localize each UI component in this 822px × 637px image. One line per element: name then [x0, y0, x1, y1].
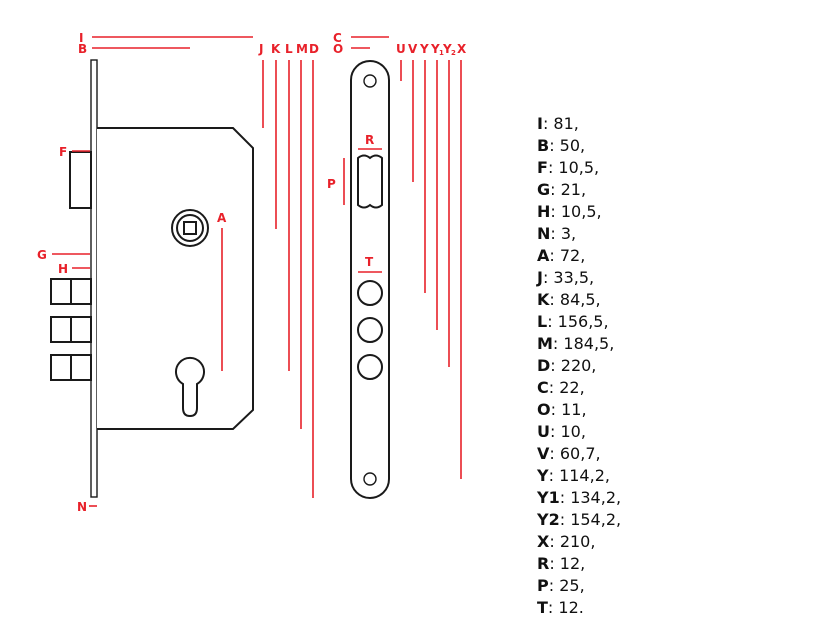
- label-H: H: [58, 262, 68, 276]
- label-X: X: [457, 42, 467, 56]
- dim-Y1: Y1: 134,2,: [537, 488, 622, 507]
- label-Y1-sub: 1: [439, 49, 444, 57]
- spindle-square: [183, 221, 197, 235]
- label-M: M: [296, 42, 308, 56]
- deadbolt-stack: [50, 278, 92, 381]
- label-G: G: [37, 248, 47, 262]
- dim-V: V: 60,7,: [537, 444, 601, 463]
- label-B: B: [78, 42, 87, 56]
- dim-A: A: 72,: [537, 246, 586, 265]
- label-Y2-sub: 2: [451, 49, 456, 57]
- label-O: O: [333, 42, 343, 56]
- label-V: V: [408, 42, 418, 56]
- label-P: P: [327, 177, 336, 191]
- dim-Y: Y: 114,2,: [537, 466, 610, 485]
- dim-R: R: 12,: [537, 554, 586, 573]
- dim-H: H: 10,5,: [537, 202, 602, 221]
- dim-B: B: 50,: [537, 136, 586, 155]
- dimension-lines: [52, 36, 462, 507]
- cylinder-hole: [175, 356, 205, 418]
- label-L: L: [285, 42, 293, 56]
- dim-C: C: 22,: [537, 378, 585, 397]
- forend-plate: [350, 60, 390, 499]
- dim-T: T: 12.: [537, 598, 584, 617]
- label-T: T: [365, 255, 374, 269]
- dim-O: O: 11,: [537, 400, 587, 419]
- label-C: C: [333, 31, 342, 45]
- dimension-list: I: 81, B: 50, F: 10,5, G: 21, H: 10,5, N…: [537, 113, 621, 619]
- dim-D: D: 220,: [537, 356, 597, 375]
- dim-G: G: 21,: [537, 180, 587, 199]
- bolt-hole-2: [357, 317, 383, 343]
- bolt-hole-3: [357, 354, 383, 380]
- label-N: N: [77, 500, 87, 514]
- lock-body: [50, 59, 254, 498]
- latch-cutout: [357, 154, 383, 209]
- label-J: J: [258, 42, 263, 56]
- dim-L: L: 156,5,: [537, 312, 609, 331]
- dim-M: M: 184,5,: [537, 334, 615, 353]
- screw-hole-top: [363, 74, 377, 88]
- label-Y2: Y: [442, 42, 452, 56]
- label-U: U: [396, 42, 406, 56]
- dim-J: J: 33,5,: [537, 268, 595, 287]
- bolt-hole-1: [357, 280, 383, 306]
- label-K: K: [271, 42, 281, 56]
- forend-outline: [350, 60, 390, 499]
- latch-bolt: [69, 151, 92, 209]
- label-I: I: [79, 31, 83, 45]
- lock-case: [97, 127, 254, 430]
- dim-F: F: 10,5,: [537, 158, 600, 177]
- dim-U: U: 10,: [537, 422, 586, 441]
- dim-P: P: 25,: [537, 576, 585, 595]
- dimension-labels: I B F G H N A J K L M D C O R P T U V Y …: [37, 31, 467, 514]
- dim-Y2: Y2: 154,2,: [537, 510, 622, 529]
- label-D: D: [309, 42, 319, 56]
- label-A: A: [217, 211, 227, 225]
- dim-N: N: 3,: [537, 224, 577, 243]
- label-F: F: [59, 145, 67, 159]
- dim-K: K: 84,5,: [537, 290, 601, 309]
- screw-hole-bottom: [363, 472, 377, 486]
- label-R: R: [365, 133, 374, 147]
- label-Y1: Y: [430, 42, 440, 56]
- label-Y: Y: [419, 42, 429, 56]
- dim-I: I: 81,: [537, 114, 579, 133]
- dim-X: X: 210,: [537, 532, 596, 551]
